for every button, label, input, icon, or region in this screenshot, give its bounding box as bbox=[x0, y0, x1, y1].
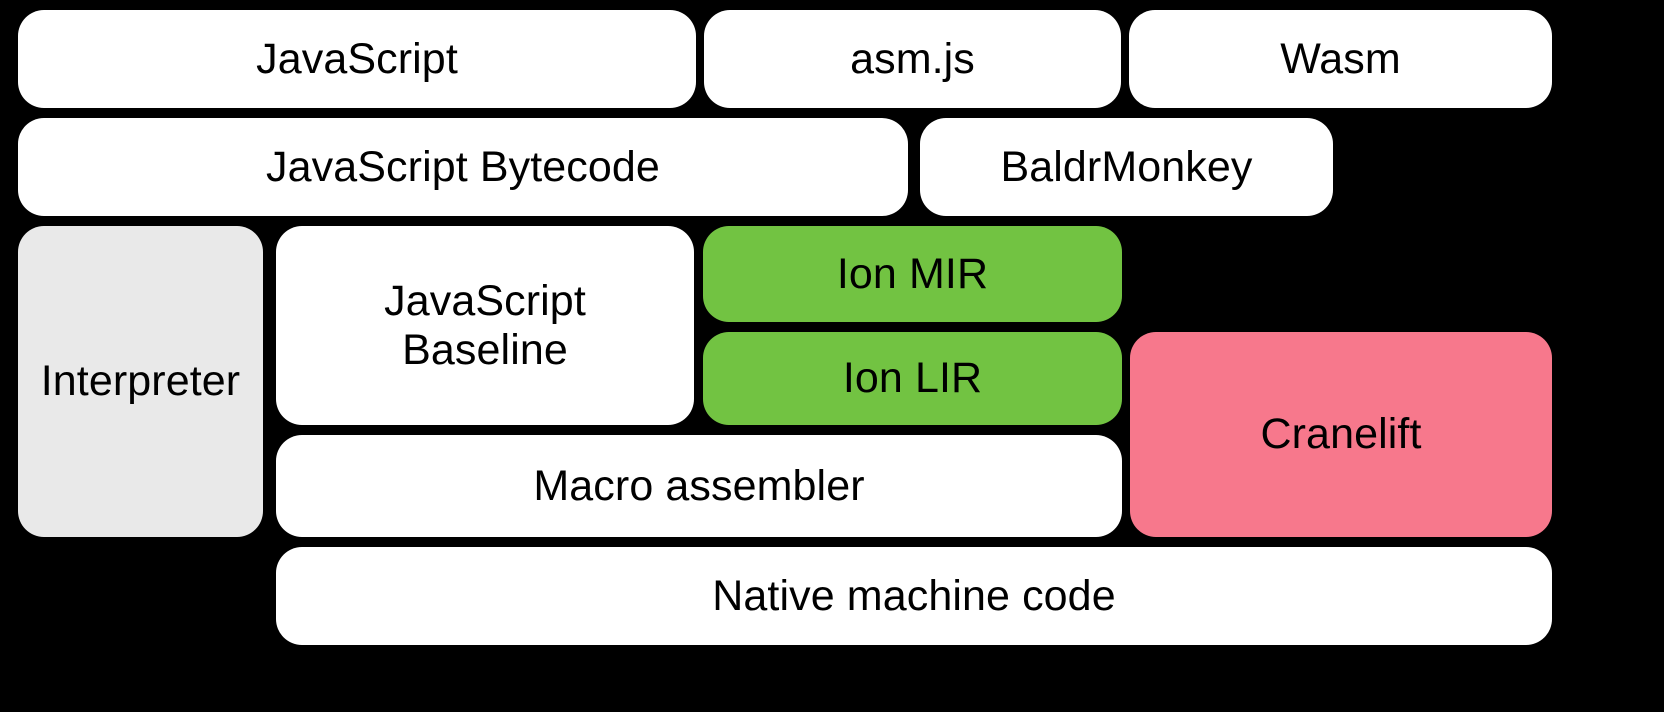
node-baldrmonkey[interactable]: BaldrMonkey bbox=[920, 118, 1333, 216]
node-cranelift-label: Cranelift bbox=[1260, 410, 1422, 459]
node-baldrmonkey-label: BaldrMonkey bbox=[1000, 142, 1253, 191]
node-interpreter[interactable]: Interpreter bbox=[18, 226, 263, 537]
node-ion-mir-label: Ion MIR bbox=[836, 249, 989, 298]
node-wasm[interactable]: Wasm bbox=[1129, 10, 1552, 108]
node-javascript-baseline-label: JavaScript Baseline bbox=[384, 277, 586, 374]
node-wasm-label: Wasm bbox=[1280, 34, 1401, 83]
node-javascript-bytecode-label: JavaScript Bytecode bbox=[266, 142, 660, 191]
node-ion-mir[interactable]: Ion MIR bbox=[703, 226, 1122, 322]
node-asmjs-label: asm.js bbox=[850, 34, 975, 83]
node-asmjs[interactable]: asm.js bbox=[704, 10, 1121, 108]
node-native-machine-code[interactable]: Native machine code bbox=[276, 547, 1552, 645]
node-javascript-baseline[interactable]: JavaScript Baseline bbox=[276, 226, 694, 425]
node-cranelift[interactable]: Cranelift bbox=[1130, 332, 1552, 537]
node-javascript-bytecode[interactable]: JavaScript Bytecode bbox=[18, 118, 908, 216]
node-ion-lir-label: Ion LIR bbox=[842, 354, 983, 403]
node-macro-assembler[interactable]: Macro assembler bbox=[276, 435, 1122, 537]
node-ion-lir[interactable]: Ion LIR bbox=[703, 332, 1122, 425]
node-javascript-label: JavaScript bbox=[256, 34, 458, 83]
node-native-machine-code-label: Native machine code bbox=[712, 571, 1116, 620]
node-interpreter-label: Interpreter bbox=[40, 357, 241, 406]
node-macro-assembler-label: Macro assembler bbox=[533, 461, 865, 510]
node-javascript[interactable]: JavaScript bbox=[18, 10, 696, 108]
